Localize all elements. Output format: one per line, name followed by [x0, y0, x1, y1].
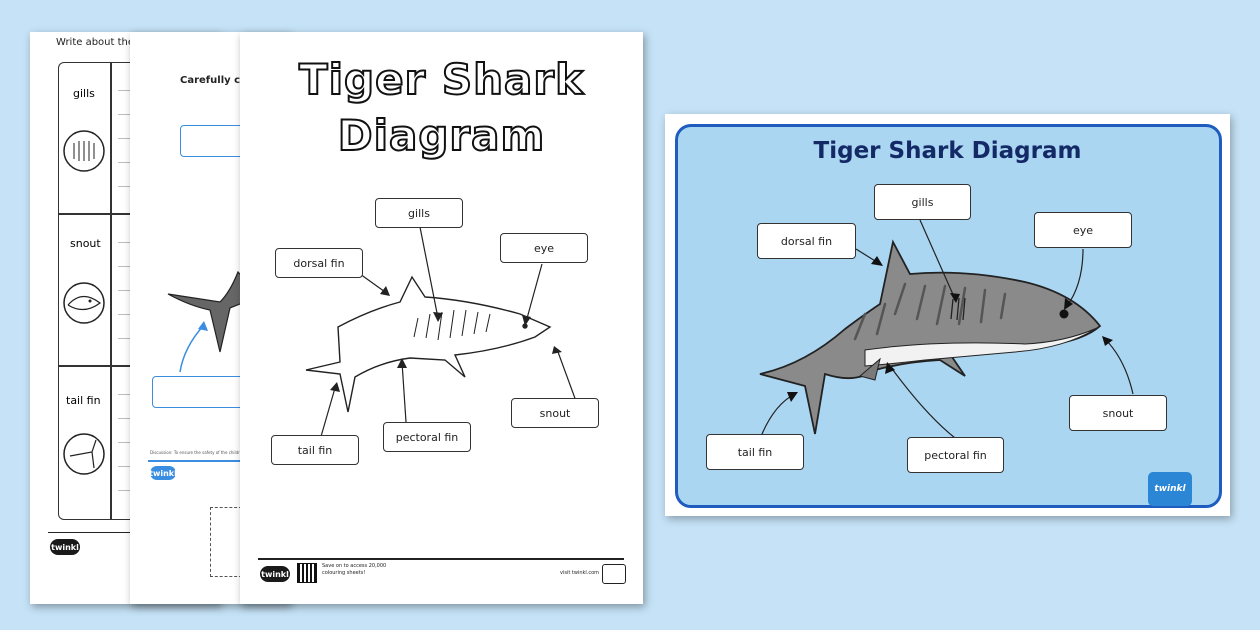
shark-outline-illustration [305, 226, 581, 441]
gills-icon [62, 129, 106, 177]
badge-icon [602, 564, 626, 584]
poster-label-pectoral-fin: pectoral fin [907, 437, 1004, 473]
twinkl-logo: twinkl [149, 466, 177, 480]
row-label-gills: gills [73, 87, 95, 100]
sheet-title-line2: Diagram [337, 110, 546, 161]
poster-label-dorsal-fin: dorsal fin [757, 223, 856, 259]
poster-label-tail-fin: tail fin [706, 434, 804, 470]
footer-site: visit twinkl.com [560, 570, 600, 576]
poster-label-gills: gills [874, 184, 971, 220]
label-dorsal-fin: dorsal fin [275, 248, 363, 278]
label-gills: gills [375, 198, 463, 228]
arrow-line [170, 317, 210, 381]
label-eye: eye [500, 233, 588, 263]
footer-line [258, 558, 624, 560]
snout-icon [62, 281, 106, 329]
row-label-tail-fin: tail fin [66, 394, 101, 407]
qr-code-icon [297, 563, 317, 583]
label-pectoral-fin: pectoral fin [383, 422, 471, 452]
label-snout: snout [511, 398, 599, 428]
worksheet-heading: Write about the [56, 37, 135, 48]
cut-instruction: Carefully cut [180, 75, 252, 86]
label-tail-fin: tail fin [271, 435, 359, 465]
colouring-sheet: Tiger Shark Diagram gills dorsal fin eye… [240, 32, 643, 604]
twinkl-logo: twinkl [50, 539, 80, 555]
footer-line [148, 460, 258, 462]
tail-fin-icon [62, 432, 106, 480]
poster-label-eye: eye [1034, 212, 1132, 248]
poster-title: Tiger Shark Diagram [813, 138, 1082, 164]
blank-label-box [180, 125, 290, 157]
poster-label-snout: snout [1069, 395, 1167, 431]
twinkl-logo: twinkl [1148, 472, 1192, 506]
tiger-shark-illustration [759, 219, 1134, 439]
table-divider [110, 62, 112, 520]
poster-card: Tiger Shark Diagram [665, 114, 1230, 516]
row-label-snout: snout [70, 237, 101, 250]
sheet-title-line1: Tiger Shark [298, 54, 585, 105]
discussion-note: Discussion: To ensure the safety of the … [150, 450, 250, 455]
twinkl-logo: twinkl [260, 566, 290, 582]
footer-promo: Save on to access 20,000 colouring sheet… [322, 563, 387, 576]
dotted-cut-box [210, 507, 242, 577]
